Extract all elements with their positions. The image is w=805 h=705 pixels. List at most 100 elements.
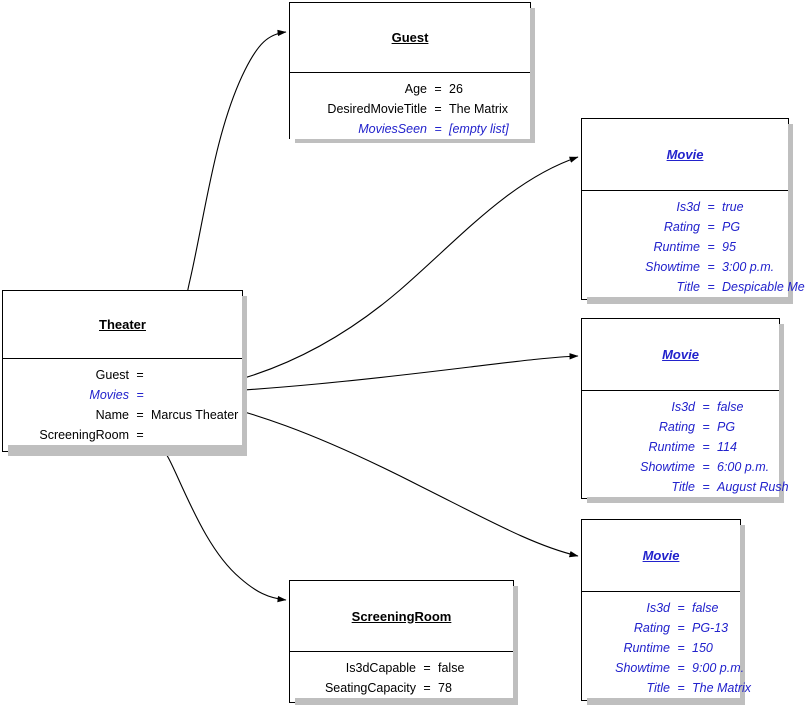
attribute-row: Runtime = 150 (588, 638, 732, 658)
attribute-row: Title = The Matrix (588, 678, 751, 698)
object-attributes-screeningroom: Is3dCapable = false SeatingCapacity = 78 (290, 652, 513, 698)
attribute-row: Guest = (11, 365, 236, 385)
attribute-value: 78 (438, 681, 452, 695)
object-attributes-movie-3: Is3d = false Rating = PG-13 Runtime = 15… (582, 592, 751, 698)
attribute-row: Movies = (11, 385, 236, 405)
object-box-screeningroom[interactable]: ScreeningRoom Is3dCapable = false Seatin… (289, 580, 518, 705)
attribute-name: Showtime (640, 460, 695, 474)
attribute-value: Despicable Me (722, 280, 805, 294)
attribute-value: [empty list] (449, 122, 509, 136)
attribute-value: false (717, 400, 744, 414)
attribute-row: Is3dCapable = false (296, 658, 507, 678)
attribute-value: August Rush (717, 480, 789, 494)
attribute-name: Guest (95, 368, 129, 382)
object-attributes-theater: Guest = Movies = Name = Marcus Theater S… (3, 359, 242, 445)
attribute-value: The Matrix (449, 102, 509, 116)
attribute-value: 26 (449, 82, 463, 96)
attribute-row: Rating = PG (588, 217, 780, 237)
object-box-movie-3[interactable]: Movie Is3d = false Rating = PG-13 Runtim… (581, 519, 751, 705)
attribute-value: PG-13 (692, 621, 729, 635)
attribute-equals: = (702, 440, 710, 454)
attribute-equals: = (702, 400, 710, 414)
attribute-value: true (722, 200, 744, 214)
attribute-equals: = (707, 240, 715, 254)
attribute-name: Title (676, 280, 700, 294)
attribute-equals: = (702, 460, 710, 474)
attribute-name: Is3d (671, 400, 695, 414)
attribute-value: PG (722, 220, 741, 234)
attribute-value: 6:00 p.m. (717, 460, 770, 474)
attribute-row: Rating = PG (588, 417, 771, 437)
attribute-value: 114 (717, 440, 737, 454)
attribute-name: Title (646, 681, 670, 695)
attribute-name: DesiredMovieTitle (327, 102, 427, 116)
attribute-name: Movies (89, 388, 129, 402)
attribute-name: Showtime (645, 260, 700, 274)
attribute-name: Is3dCapable (345, 661, 416, 675)
attribute-row: SeatingCapacity = 78 (296, 678, 507, 698)
attribute-equals: = (677, 601, 685, 615)
object-box-guest[interactable]: Guest Age = 26 DesiredMovieTitle = The M… (289, 2, 535, 143)
object-attributes-movie-2: Is3d = false Rating = PG Runtime = 114 S… (582, 391, 789, 497)
object-header-theater: Theater (3, 291, 242, 359)
attribute-row: Title = August Rush (588, 477, 788, 497)
object-title-screeningroom: ScreeningRoom (351, 608, 452, 624)
attribute-name: Title (671, 480, 695, 494)
attribute-row: Age = 26 (296, 79, 524, 99)
object-header-movie-3: Movie (582, 520, 740, 592)
object-box-movie-1[interactable]: Movie Is3d = true Rating = PG Runtime = … (581, 118, 805, 304)
attribute-name: MoviesSeen (358, 122, 427, 136)
attribute-row: Name = Marcus Theater (11, 405, 239, 425)
object-attributes-guest: Age = 26 DesiredMovieTitle = The Matrix … (290, 73, 530, 139)
attribute-name: Rating (663, 220, 700, 234)
attribute-row: DesiredMovieTitle = The Matrix (296, 99, 524, 119)
attribute-equals: = (677, 621, 685, 635)
attribute-equals: = (707, 220, 715, 234)
attribute-value: false (692, 601, 719, 615)
object-title-movie-3: Movie (642, 548, 680, 563)
attribute-equals: = (677, 681, 685, 695)
object-title-movie-1: Movie (666, 147, 704, 162)
object-box-theater[interactable]: Theater Guest = Movies = Name = Marcus T… (2, 290, 247, 456)
attribute-value: false (438, 661, 465, 675)
attribute-row: Runtime = 95 (588, 237, 780, 257)
attribute-name: Rating (658, 420, 695, 434)
object-header-movie-2: Movie (582, 319, 779, 391)
attribute-row: ScreeningRoom = (11, 425, 236, 445)
attribute-equals: = (707, 260, 715, 274)
attribute-row: Showtime = 6:00 p.m. (588, 457, 771, 477)
attribute-row: Is3d = true (588, 197, 780, 217)
attribute-row: Showtime = 3:00 p.m. (588, 257, 780, 277)
object-header-guest: Guest (290, 3, 530, 73)
object-title-movie-2: Movie (662, 347, 699, 362)
attribute-value: 95 (722, 240, 736, 254)
attribute-equals: = (136, 388, 144, 402)
attribute-name: ScreeningRoom (39, 428, 129, 442)
attribute-equals: = (434, 122, 442, 136)
attribute-value: 3:00 p.m. (722, 260, 775, 274)
attribute-value: The Matrix (692, 681, 752, 695)
attribute-equals: = (434, 102, 442, 116)
object-title-guest: Guest (391, 30, 429, 45)
attribute-name: Name (95, 408, 129, 422)
object-header-screeningroom: ScreeningRoom (290, 581, 513, 652)
attribute-row: Showtime = 9:00 p.m. (588, 658, 744, 678)
attribute-value: 9:00 p.m. (692, 661, 745, 675)
attribute-row: Is3d = false (588, 598, 732, 618)
attribute-equals: = (434, 82, 442, 96)
attribute-row: MoviesSeen = [empty list] (296, 119, 524, 139)
attribute-name: Age (404, 82, 427, 96)
attribute-equals: = (707, 280, 715, 294)
attribute-value: Marcus Theater (151, 408, 239, 422)
attribute-name: Showtime (615, 661, 670, 675)
attribute-row: Title = Despicable Me (588, 277, 804, 297)
attribute-equals: = (423, 661, 431, 675)
attribute-name: Runtime (648, 440, 695, 454)
object-attributes-movie-1: Is3d = true Rating = PG Runtime = 95 Sho… (582, 191, 805, 297)
attribute-name: Is3d (646, 601, 670, 615)
object-box-movie-2[interactable]: Movie Is3d = false Rating = PG Runtime =… (581, 318, 789, 503)
attribute-equals: = (677, 641, 685, 655)
attribute-name: Is3d (676, 200, 700, 214)
attribute-name: Runtime (623, 641, 670, 655)
